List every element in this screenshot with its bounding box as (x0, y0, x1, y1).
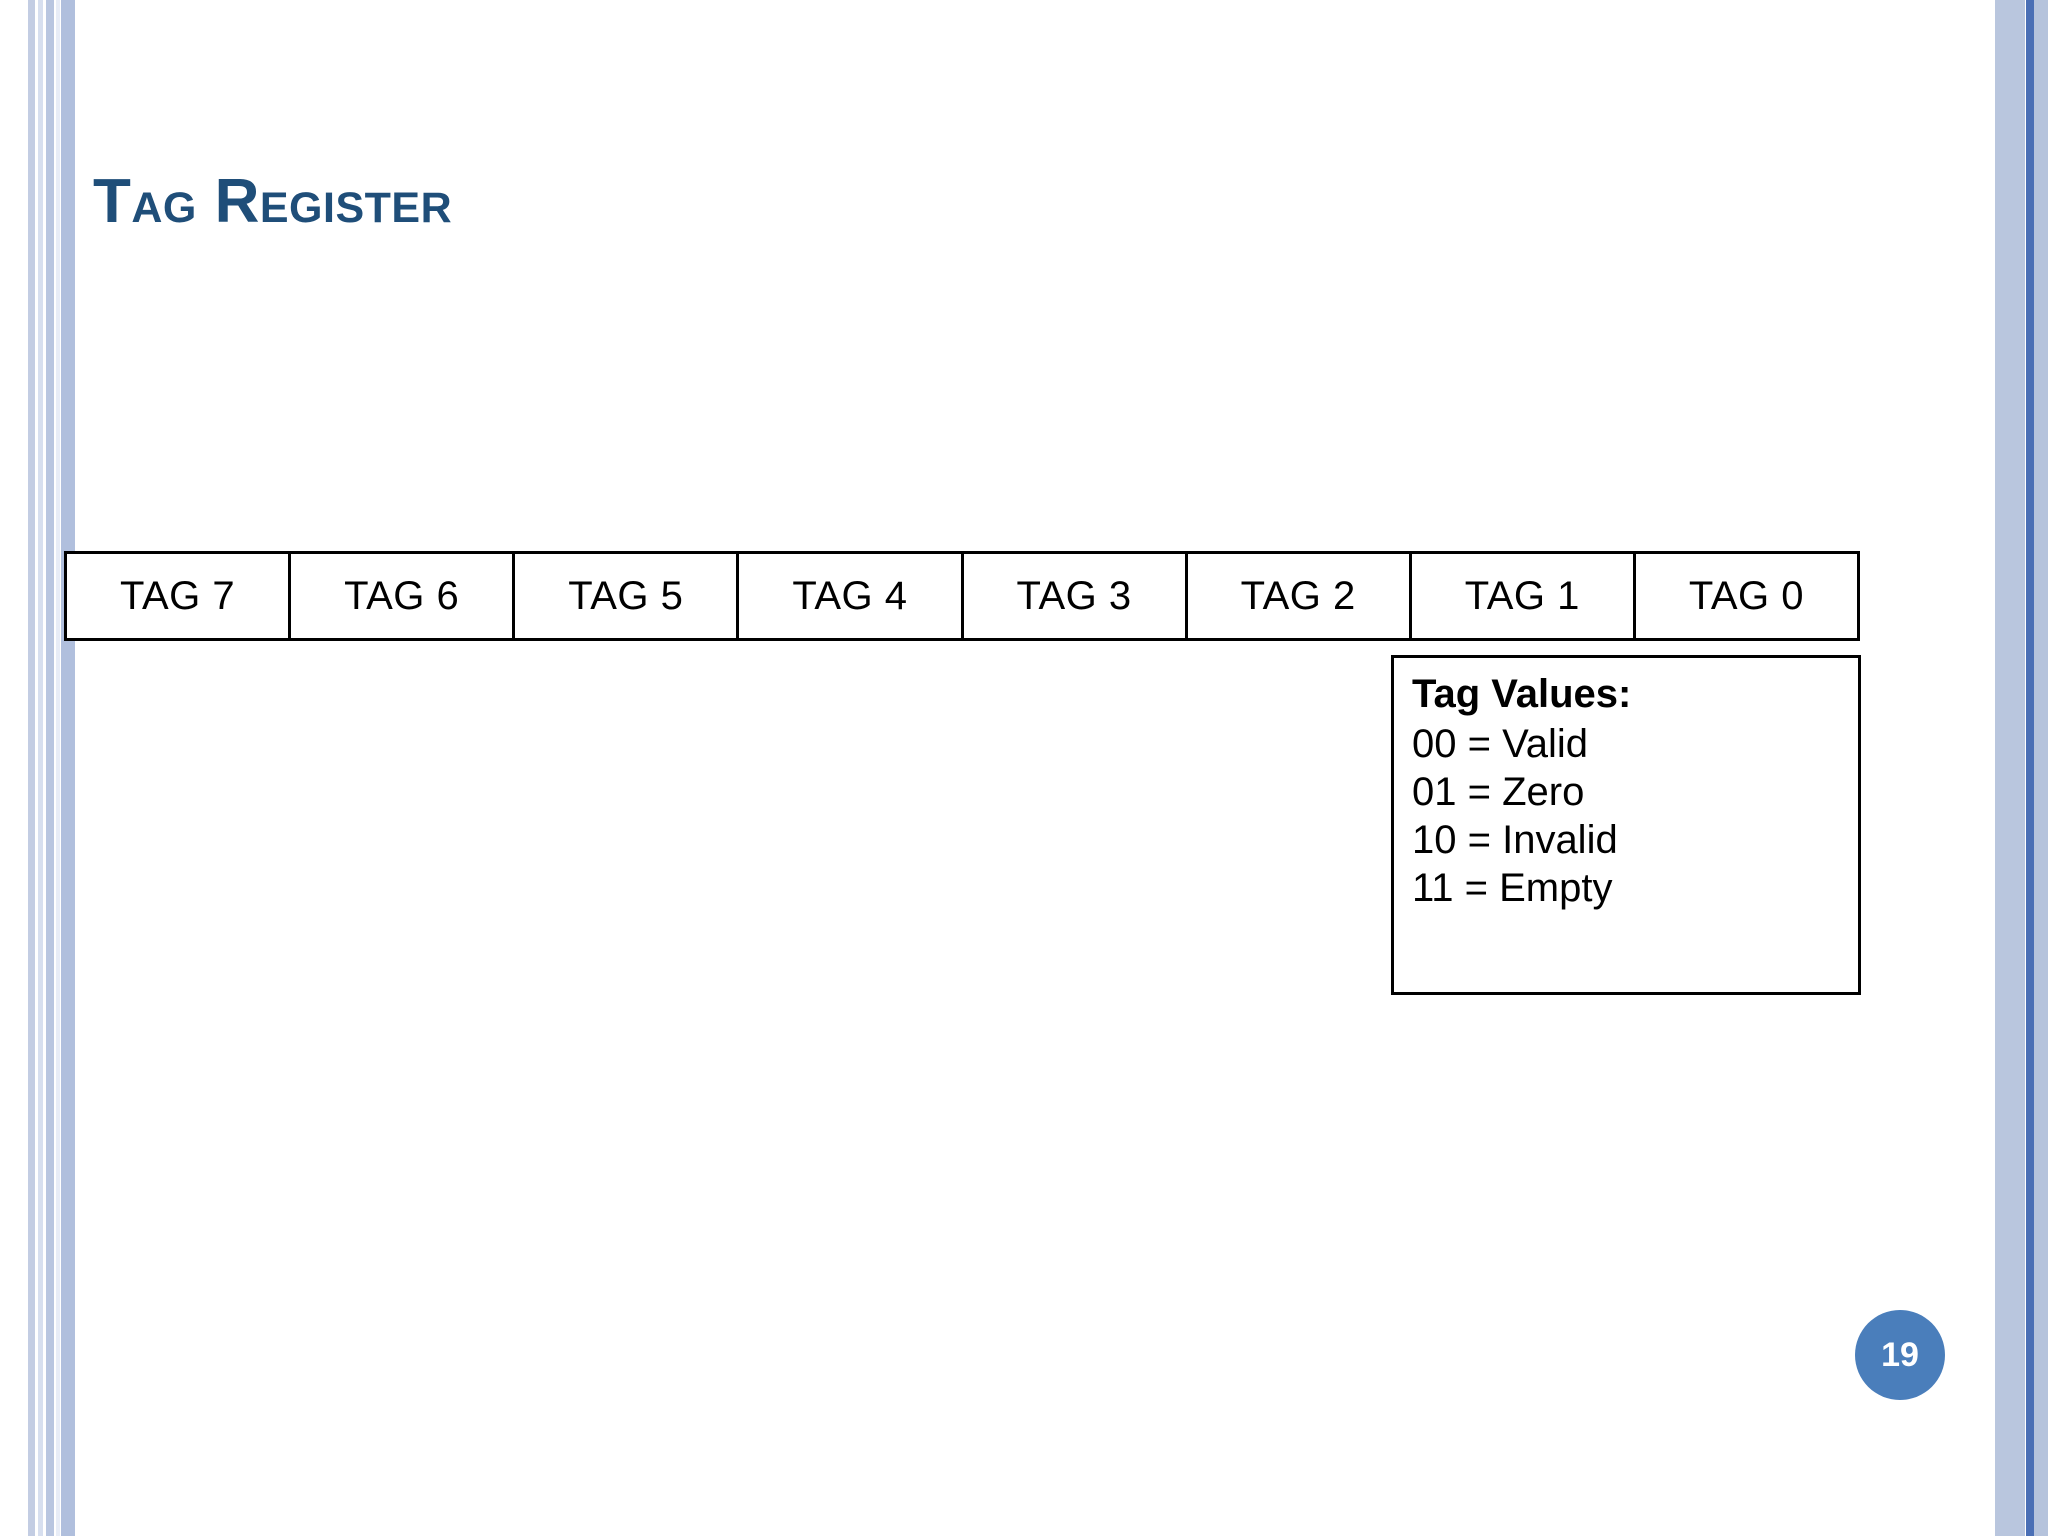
tag-cell-label: TAG 1 (1464, 573, 1580, 618)
tag-cell-0: TAG 0 (1635, 554, 1857, 638)
tag-cell-label: TAG 4 (792, 573, 908, 618)
tag-cell-label: TAG 6 (344, 573, 460, 618)
left-stripe-1 (28, 0, 35, 1536)
tag-values-title: Tag Values: (1412, 672, 1632, 716)
tag-cell-3: TAG 3 (963, 554, 1188, 638)
right-stripe-2 (2026, 0, 2034, 1536)
tag-cell-label: TAG 3 (1016, 573, 1132, 618)
tag-cell-1: TAG 1 (1411, 554, 1636, 638)
tag-value-entry-00: 00 = Valid (1412, 722, 1589, 766)
tag-cell-label: TAG 2 (1240, 573, 1356, 618)
tag-cell-2: TAG 2 (1187, 554, 1412, 638)
tag-cell-label: TAG 0 (1688, 573, 1804, 618)
page-number-badge: 19 (1855, 1310, 1945, 1400)
tag-cell-6: TAG 6 (291, 554, 516, 638)
left-stripe-4 (56, 0, 60, 1536)
page-title: Tag Register (93, 167, 453, 236)
right-edge-stripes (1988, 0, 2048, 1536)
tag-value-entry-01: 01 = Zero (1412, 770, 1585, 814)
left-stripe-5 (61, 0, 75, 1536)
tag-cell-5: TAG 5 (515, 554, 740, 638)
tag-cell-7: TAG 7 (67, 554, 292, 638)
left-stripe-3 (46, 0, 54, 1536)
tag-cell-4: TAG 4 (739, 554, 964, 638)
left-edge-stripes (0, 0, 80, 1536)
tag-cell-label: TAG 7 (120, 573, 236, 618)
tag-value-entry-11: 11 = Empty (1412, 866, 1613, 910)
page-number-text: 19 (1881, 1336, 1919, 1374)
right-stripe-1 (1995, 0, 2025, 1536)
tag-cell-label: TAG 5 (568, 573, 684, 618)
tag-register-diagram: TAG 7 TAG 6 TAG 5 TAG 4 TAG 3 TAG 2 TAG 1 TAG 0 (64, 551, 1860, 641)
right-stripe-3 (2034, 0, 2048, 1536)
left-stripe-2 (38, 0, 43, 1536)
tag-value-entry-10: 10 = Invalid (1412, 818, 1618, 862)
